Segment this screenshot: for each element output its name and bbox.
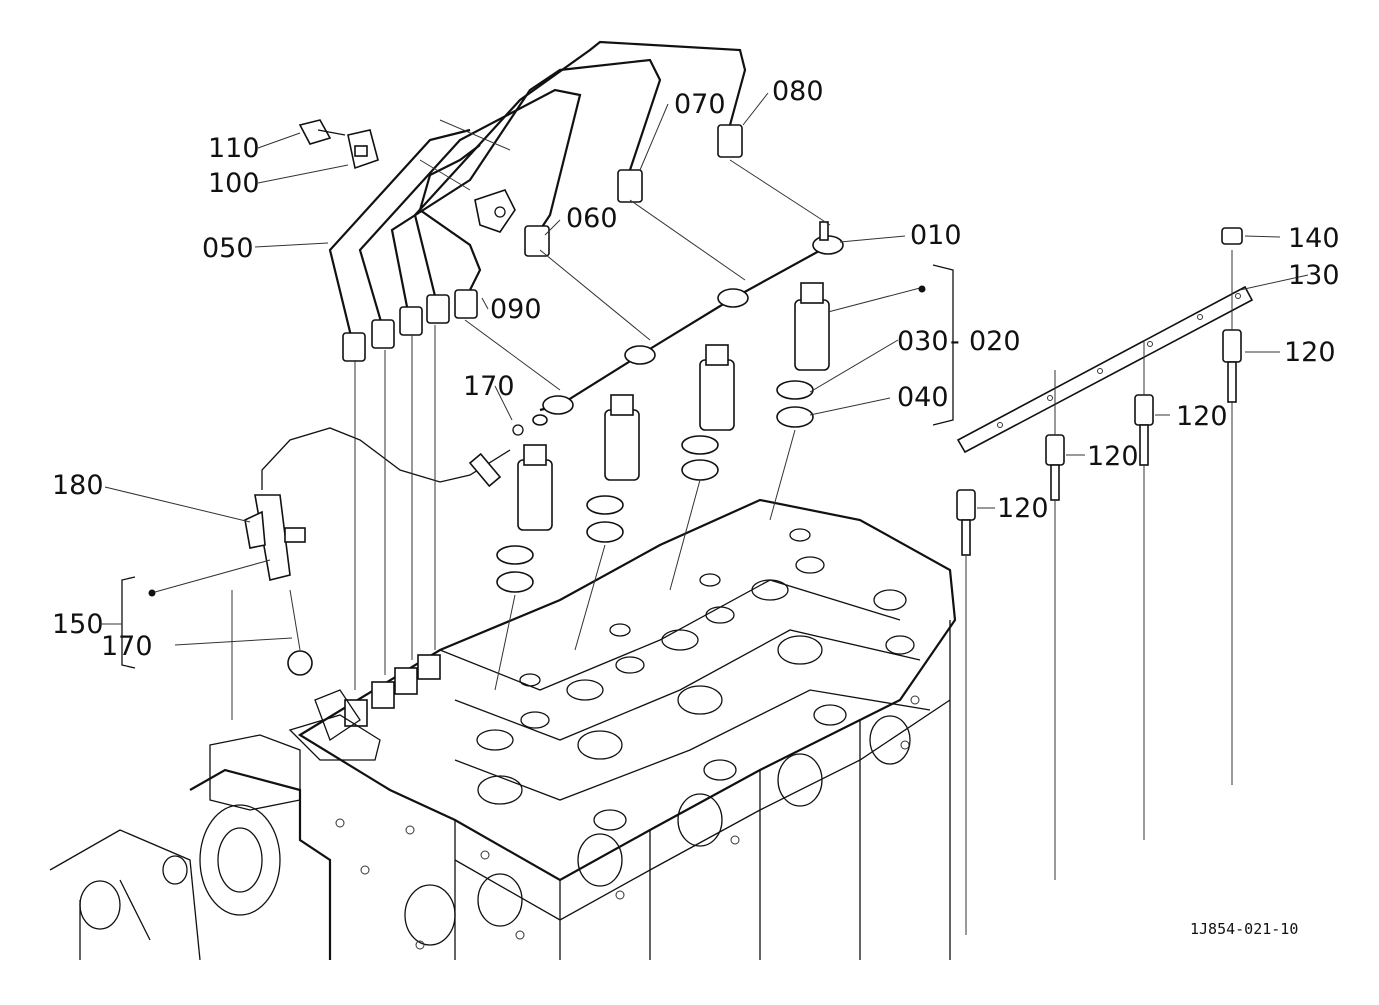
- injection-pipes: [328, 40, 747, 362]
- callout-150: 150: [52, 609, 104, 640]
- bolt-110: [298, 119, 332, 145]
- callout-020: 020: [969, 326, 1021, 357]
- callout-120-b: 120: [1176, 401, 1228, 432]
- callout-010: 010: [910, 220, 962, 251]
- callout-140: 140: [1288, 223, 1340, 254]
- glow-plug-lead-130: [956, 285, 1254, 454]
- glow-plug-assembly: [956, 227, 1254, 935]
- callout-030: 030: [897, 326, 949, 357]
- callout-120-c: 120: [1087, 441, 1139, 472]
- callout-040: 040: [897, 382, 949, 413]
- callout-070: 070: [674, 89, 726, 120]
- group-bracket-150: [121, 576, 136, 669]
- callout-180: 180: [52, 470, 104, 501]
- group-bracket-020: [932, 264, 954, 426]
- leader-lines: [104, 92, 1309, 720]
- drawing-code: 1J854-021-10: [1190, 920, 1298, 938]
- callout-120-a: 120: [1284, 337, 1336, 368]
- overflow-hose: [244, 424, 524, 581]
- injectors: [496, 221, 844, 593]
- callout-110: 110: [208, 133, 260, 164]
- callout-dash: -: [950, 326, 960, 357]
- callout-labels: 110 100 050 090 060 070 080 010 030 - 02…: [52, 76, 1340, 662]
- nut-140: [1221, 227, 1243, 245]
- callout-170-bottom: 170: [101, 631, 153, 662]
- fitting-170: [287, 650, 313, 676]
- clamp-and-bolt: [298, 119, 379, 170]
- callout-060: 060: [566, 203, 618, 234]
- callout-100: 100: [208, 168, 260, 199]
- callout-130: 130: [1288, 260, 1340, 291]
- callout-050: 050: [202, 233, 254, 264]
- cylinder-head: [49, 498, 957, 961]
- bullet-020: [918, 285, 926, 293]
- callout-120-d: 120: [997, 493, 1049, 524]
- delivery-valves: [287, 650, 441, 761]
- callout-080: 080: [772, 76, 824, 107]
- callout-170-top: 170: [463, 371, 515, 402]
- bullet-150: [148, 589, 156, 597]
- callout-090: 090: [490, 294, 542, 325]
